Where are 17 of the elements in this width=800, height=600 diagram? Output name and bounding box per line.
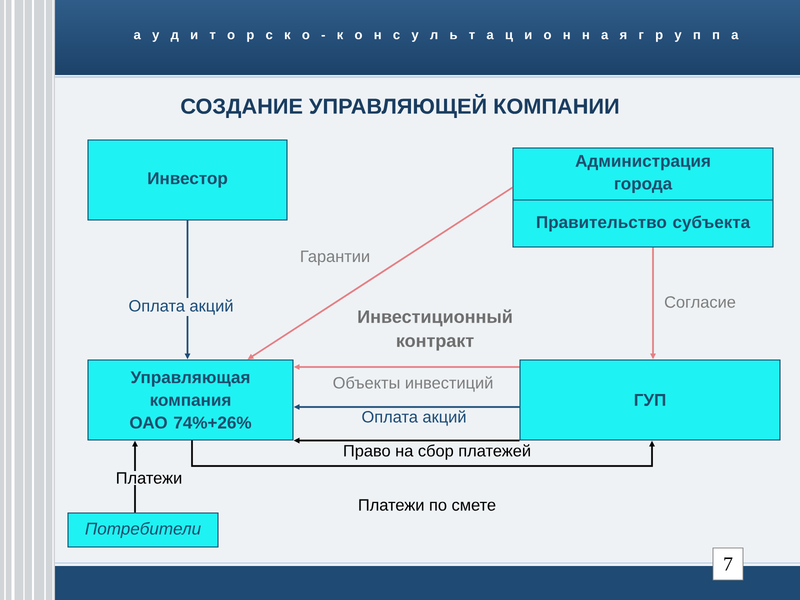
- process-box: Управляющая компания ОАО 74%+26%: [87, 359, 294, 441]
- process-box: Инвестор: [87, 139, 288, 221]
- process-box: Потребители: [67, 512, 219, 548]
- edge-label: Оплата акций: [127, 298, 235, 316]
- edge-label: Гарантии: [298, 249, 372, 267]
- process-box: ГУП: [519, 359, 781, 441]
- edge-label: Согласие: [662, 294, 738, 310]
- edge-label: Оплата акций: [360, 408, 468, 428]
- edge-label: Платежи: [114, 470, 184, 486]
- page-number: 7: [712, 548, 744, 580]
- edge-label: Платежи по смете: [356, 498, 498, 512]
- tagline: а у д и т о р с к о - к о н с у л ь т а ц и о н н а я г р у п п а: [134, 32, 739, 42]
- process-box: Администрация города Правительство субъекта: [512, 147, 774, 248]
- annotation: Инвестиционный контракт: [358, 309, 512, 351]
- edge-label: Право на сбор платежей: [342, 442, 532, 462]
- title: СОЗДАНИЕ УПРАВЛЯЮЩЕЙ КОМПАНИИ: [181, 94, 618, 118]
- edge-label: Объекты инвестиций: [331, 374, 495, 394]
